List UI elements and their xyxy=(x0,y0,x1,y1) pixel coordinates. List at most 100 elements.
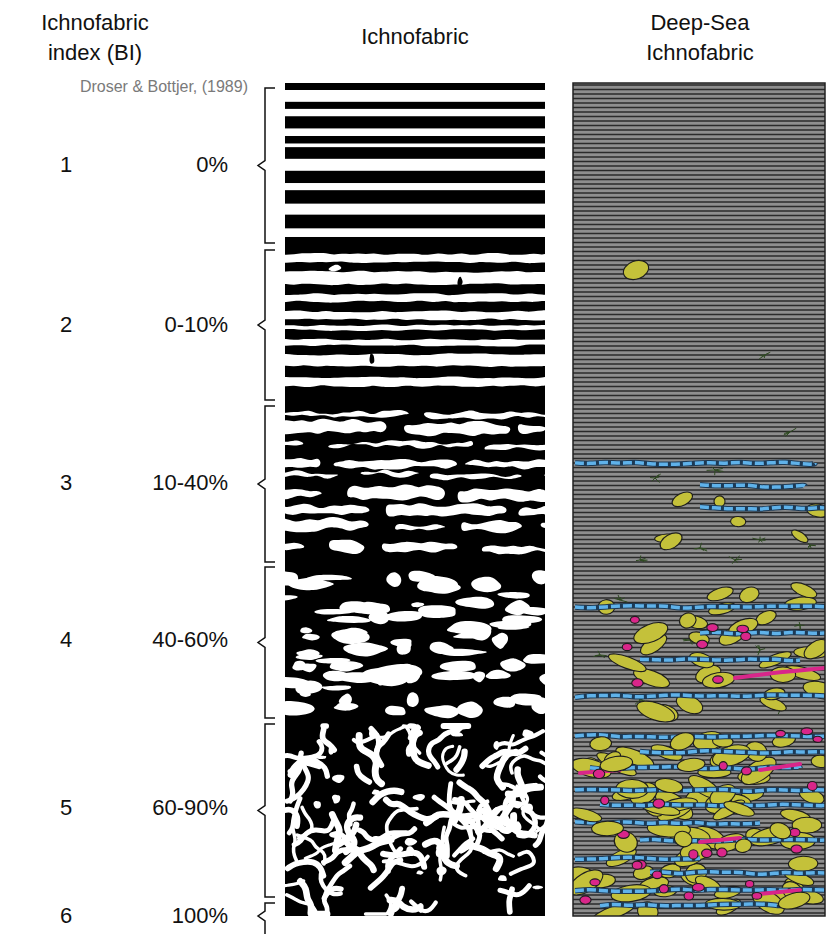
lamina-line xyxy=(573,107,825,108)
burrow-stripe xyxy=(424,411,545,420)
burrow-stripe xyxy=(482,545,545,554)
zoophycos-outline xyxy=(650,872,825,874)
burrow-trace xyxy=(287,895,316,914)
planolites-burrow xyxy=(706,584,735,603)
chondrites-branch xyxy=(810,545,816,547)
lamina-line xyxy=(573,273,825,274)
burrow-trace xyxy=(293,815,297,860)
burrow-stripe xyxy=(382,542,458,553)
burrow-blob xyxy=(471,577,501,593)
burrow-trace xyxy=(403,726,419,753)
chondrites-branch xyxy=(715,470,721,472)
burrow-blob xyxy=(313,801,320,809)
burrow-blob xyxy=(302,634,320,641)
lamina-line xyxy=(573,566,825,567)
ichnofabric-column xyxy=(285,83,545,916)
burrow-blob xyxy=(493,741,499,750)
chondrites-branch xyxy=(655,478,660,483)
zoophycos-trace xyxy=(700,632,825,633)
burrow-blob xyxy=(322,685,352,690)
lamina-line xyxy=(573,570,825,571)
range-bracket xyxy=(258,903,275,934)
index-number: 2 xyxy=(40,313,92,337)
burrow-blob xyxy=(344,628,368,637)
lamina-line xyxy=(573,102,825,103)
planolites-burrow xyxy=(734,837,753,854)
burrow-blob xyxy=(341,836,348,841)
lamina-line xyxy=(573,719,825,720)
lamina-line xyxy=(573,197,825,198)
burrow-blob xyxy=(285,595,298,600)
planolites-burrow xyxy=(730,516,746,527)
burrow-trace xyxy=(288,862,324,876)
thalassinoides-section xyxy=(801,728,813,735)
lamina-line xyxy=(573,260,825,261)
thalassinoides-section xyxy=(702,849,712,857)
burrow-blob xyxy=(416,871,423,875)
burrow-blob xyxy=(369,728,377,738)
lamina-line xyxy=(573,588,825,589)
burrow-trace xyxy=(371,860,401,888)
burrow-blob xyxy=(413,794,425,801)
chondrites-trace xyxy=(784,428,797,436)
burrow-trace xyxy=(511,756,545,773)
lamina-line xyxy=(573,449,825,450)
zoophycos-trace xyxy=(700,485,805,487)
thalassinoides-section xyxy=(719,762,727,770)
chondrites-branch xyxy=(757,645,760,650)
zoophycos-fill xyxy=(700,485,805,487)
zoophycos-trace xyxy=(575,695,825,697)
zoophycos-fill xyxy=(575,735,825,738)
burrow-trace xyxy=(457,829,473,876)
burrow-trace xyxy=(446,808,461,857)
chondrites-branch xyxy=(700,548,707,551)
burrow-blob xyxy=(498,875,507,881)
zoophycos-outline xyxy=(575,695,825,697)
zoophycos-trace xyxy=(575,789,825,791)
lamina xyxy=(285,90,545,102)
lamina-line xyxy=(573,345,825,346)
lamina-line xyxy=(573,341,825,342)
lamina-line xyxy=(573,201,825,202)
planolites-burrow xyxy=(599,754,633,773)
chondrites-branch xyxy=(596,655,600,657)
burrow-blob xyxy=(492,633,508,649)
chondrites-trace xyxy=(636,555,648,561)
burrow-blob xyxy=(451,732,463,737)
thalassinoides-section xyxy=(745,880,753,887)
percent-range: 10-40% xyxy=(110,471,228,495)
planolites-burrow xyxy=(589,736,612,752)
lamina-line xyxy=(573,530,825,531)
burrow-blob xyxy=(502,615,542,623)
burrow-stripe xyxy=(285,517,369,532)
burrow-blob xyxy=(300,627,312,633)
thalassinoides-trace xyxy=(760,764,800,770)
burrow-stripe xyxy=(386,503,507,516)
burrow-trace xyxy=(517,786,539,829)
deep-sea-column xyxy=(573,83,825,916)
lamina-line xyxy=(573,516,825,517)
lamina-line xyxy=(573,683,825,684)
thalassinoides-section xyxy=(590,879,600,886)
burrow-blob xyxy=(497,592,529,599)
chondrites-branch xyxy=(759,645,760,650)
chondrites-branch xyxy=(735,560,738,563)
burrow-blob xyxy=(455,597,494,609)
burrow-trace xyxy=(391,889,402,914)
planolites-burrow xyxy=(607,650,648,675)
zoophycos-trace xyxy=(600,804,825,806)
chondrites-trace xyxy=(807,542,815,549)
chondrites-branch xyxy=(729,557,735,560)
chondrites-branch xyxy=(807,542,810,545)
burrow-stripe xyxy=(285,458,320,468)
burrow-blob xyxy=(344,603,390,614)
lamina-line xyxy=(573,390,825,391)
lamina-line xyxy=(573,291,825,292)
planolites-burrow xyxy=(768,820,794,842)
thalassinoides-section xyxy=(632,861,642,869)
lamina xyxy=(285,228,545,237)
lamina xyxy=(285,128,545,136)
lamina-line xyxy=(573,372,825,373)
lamina-line xyxy=(573,134,825,135)
burrow-blob xyxy=(316,658,351,663)
